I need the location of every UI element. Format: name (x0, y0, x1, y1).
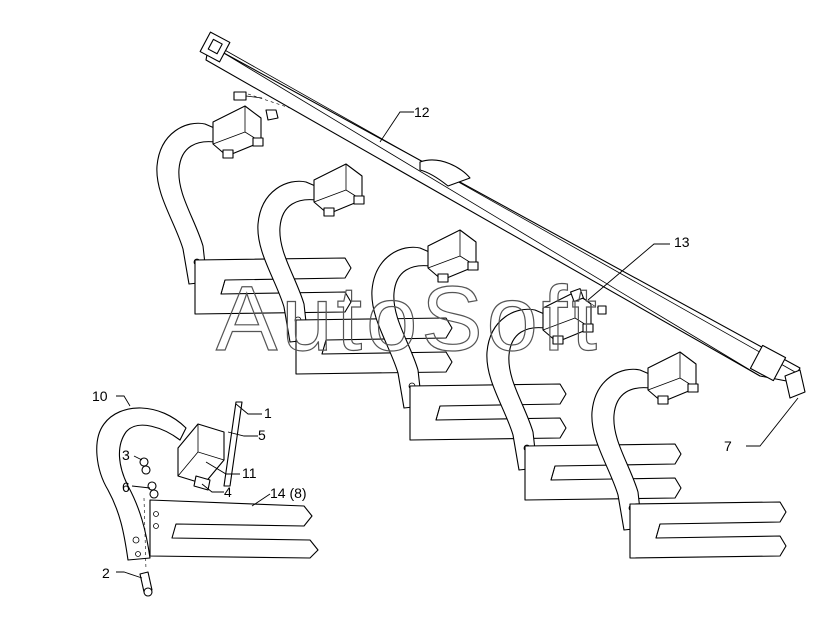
callout-10: 10 (92, 388, 108, 404)
leader-lines (116, 111, 799, 579)
tine-assembly-5 (591, 351, 787, 559)
callout-13: 13 (674, 234, 690, 250)
callout-14: 14 (8) (270, 485, 307, 501)
callout-7: 7 (724, 438, 732, 454)
callout-3: 3 (122, 447, 130, 463)
callout-11: 11 (242, 465, 257, 481)
callout-2: 2 (102, 565, 110, 581)
watermark-text: AutoSoft (216, 268, 601, 370)
exploded-tine-detail (96, 401, 319, 597)
top-bolt (233, 91, 291, 121)
callout-6: 6 (122, 479, 130, 495)
callout-12: 12 (414, 104, 430, 120)
callout-4: 4 (224, 484, 232, 500)
bolt-13 (570, 288, 607, 315)
callout-5: 5 (258, 427, 266, 443)
main-beam (199, 31, 806, 399)
callout-1: 1 (264, 405, 272, 421)
